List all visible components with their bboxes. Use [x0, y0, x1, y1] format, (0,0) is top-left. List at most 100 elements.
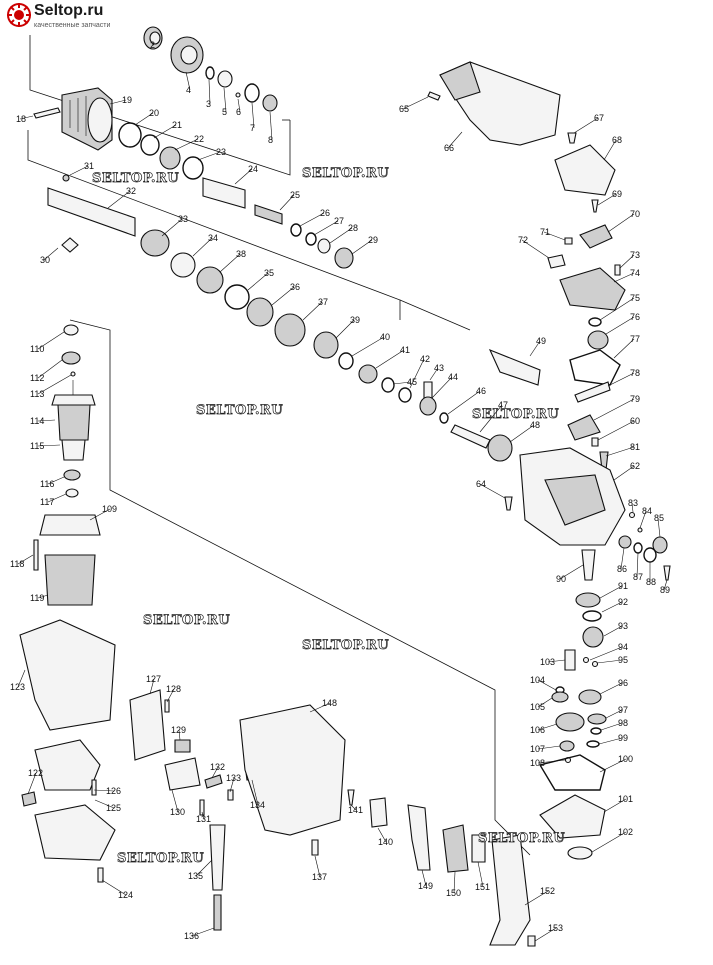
- part-123-motor-housing[interactable]: [19, 619, 116, 731]
- part-number-49[interactable]: 49: [536, 336, 546, 346]
- part-5-washer[interactable]: [217, 70, 233, 88]
- part-75-o-ring[interactable]: [588, 317, 602, 327]
- part-number-26[interactable]: 26: [320, 208, 330, 218]
- part-106-gear[interactable]: [555, 712, 585, 732]
- part-43-pin[interactable]: [423, 381, 433, 399]
- part-number-18[interactable]: 18: [16, 114, 26, 124]
- part-number-114[interactable]: 114: [30, 416, 44, 426]
- part-132-lever[interactable]: [204, 774, 223, 789]
- part-127-controller[interactable]: [129, 689, 166, 761]
- part-number-65[interactable]: 65: [399, 104, 409, 114]
- part-number-33[interactable]: 33: [178, 214, 188, 224]
- part-94-ball[interactable]: [582, 656, 590, 664]
- part-number-153[interactable]: 153: [548, 923, 563, 933]
- part-40-o-ring[interactable]: [338, 352, 354, 370]
- part-number-36[interactable]: 36: [290, 282, 300, 292]
- part-number-32[interactable]: 32: [126, 186, 136, 196]
- part-number-93[interactable]: 93: [618, 621, 628, 631]
- part-62-crank-housing[interactable]: [519, 447, 626, 546]
- part-86-gear[interactable]: [618, 535, 632, 549]
- part-number-44[interactable]: 44: [448, 372, 458, 382]
- part-34-sleeve[interactable]: [170, 252, 196, 278]
- part-36-spring[interactable]: [246, 297, 274, 327]
- part-30-plate[interactable]: [61, 237, 79, 253]
- part-149-switch-lever[interactable]: [407, 804, 431, 871]
- part-93-spring[interactable]: [582, 626, 604, 648]
- part-number-87[interactable]: 87: [633, 572, 643, 582]
- part-124-screw[interactable]: [97, 867, 104, 883]
- part-number-90[interactable]: 90: [556, 574, 566, 584]
- part-129-brush[interactable]: [174, 739, 191, 753]
- part-number-99[interactable]: 99: [618, 733, 628, 743]
- part-number-103[interactable]: 103: [540, 657, 555, 667]
- part-number-140[interactable]: 140: [378, 837, 393, 847]
- part-152-handle[interactable]: [489, 834, 531, 946]
- part-number-113[interactable]: 113: [30, 389, 44, 399]
- part-22-bearing[interactable]: [159, 146, 181, 170]
- part-125-brush-holder[interactable]: [34, 739, 101, 791]
- part-number-28[interactable]: 28: [348, 223, 358, 233]
- part-number-116[interactable]: 116: [40, 479, 54, 489]
- part-20-o-ring[interactable]: [118, 122, 142, 148]
- part-46-ring[interactable]: [439, 412, 449, 424]
- part-2-cap[interactable]: [143, 26, 163, 50]
- part-number-25[interactable]: 25: [290, 190, 300, 200]
- part-number-47[interactable]: 47: [498, 400, 508, 410]
- part-number-125[interactable]: 125: [106, 803, 121, 813]
- part-37-clutch[interactable]: [274, 313, 306, 347]
- part-number-108[interactable]: 108: [530, 758, 545, 768]
- part-number-100[interactable]: 100: [618, 754, 633, 764]
- part-number-96[interactable]: 96: [618, 678, 628, 688]
- part-number-30[interactable]: 30: [40, 255, 50, 265]
- part-number-19[interactable]: 19: [122, 95, 132, 105]
- part-65-screw[interactable]: [427, 91, 441, 101]
- part-number-73[interactable]: 73: [630, 250, 640, 260]
- part-103-pin[interactable]: [564, 649, 576, 671]
- part-number-88[interactable]: 88: [646, 577, 656, 587]
- part-72-plate[interactable]: [547, 254, 566, 269]
- part-118-screw[interactable]: [33, 539, 39, 571]
- part-18-screw[interactable]: [33, 107, 61, 119]
- part-number-38[interactable]: 38: [236, 249, 246, 259]
- part-number-43[interactable]: 43: [434, 363, 444, 373]
- part-96-gear[interactable]: [578, 689, 602, 705]
- part-90-shaft[interactable]: [581, 549, 596, 581]
- part-number-5[interactable]: 5: [222, 107, 227, 117]
- part-number-130[interactable]: 130: [170, 807, 185, 817]
- part-number-46[interactable]: 46: [476, 386, 486, 396]
- part-number-34[interactable]: 34: [208, 233, 218, 243]
- part-number-67[interactable]: 67: [594, 113, 604, 123]
- part-83-ball[interactable]: [628, 511, 636, 519]
- part-60-pin[interactable]: [591, 437, 599, 447]
- part-number-2[interactable]: 2: [150, 40, 155, 50]
- part-number-45[interactable]: 45: [407, 377, 417, 387]
- part-number-84[interactable]: 84: [642, 506, 652, 516]
- part-number-105[interactable]: 105: [530, 702, 545, 712]
- part-137-screw[interactable]: [311, 839, 319, 856]
- part-97-bearing[interactable]: [587, 713, 607, 725]
- part-102-plate[interactable]: [567, 846, 593, 860]
- part-6-ball[interactable]: [235, 92, 241, 98]
- part-33-gear[interactable]: [140, 229, 170, 257]
- part-114-armature[interactable]: [51, 380, 96, 461]
- part-78-lever[interactable]: [574, 381, 611, 403]
- part-number-97[interactable]: 97: [618, 705, 628, 715]
- part-number-148[interactable]: 148: [322, 698, 337, 708]
- part-41-bearing[interactable]: [358, 364, 378, 384]
- part-7-ring[interactable]: [244, 83, 260, 103]
- part-number-94[interactable]: 94: [618, 642, 628, 652]
- part-number-42[interactable]: 42: [420, 354, 430, 364]
- part-35-washer[interactable]: [224, 284, 250, 310]
- part-number-107[interactable]: 107: [530, 744, 545, 754]
- seltop-logo[interactable]: Seltop.ru качественные запчасти: [6, 2, 110, 33]
- part-number-74[interactable]: 74: [630, 268, 640, 278]
- part-number-124[interactable]: 124: [118, 890, 133, 900]
- part-number-31[interactable]: 31: [84, 161, 94, 171]
- part-number-24[interactable]: 24: [248, 164, 258, 174]
- part-74-plate[interactable]: [559, 267, 626, 311]
- part-8-sleeve[interactable]: [262, 94, 278, 112]
- part-number-70[interactable]: 70: [630, 209, 640, 219]
- part-number-150[interactable]: 150: [446, 888, 461, 898]
- part-113-washer[interactable]: [70, 371, 76, 377]
- part-42-ring[interactable]: [398, 387, 412, 403]
